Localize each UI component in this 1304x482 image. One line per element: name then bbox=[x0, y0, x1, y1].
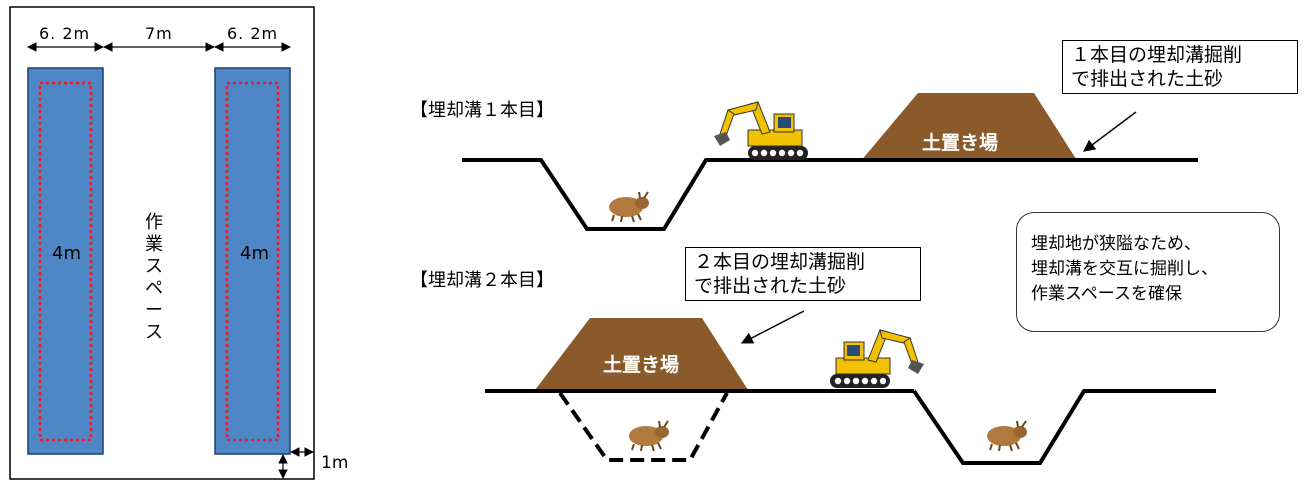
excavator-2 bbox=[829, 329, 925, 389]
work-space-char: 業 bbox=[145, 234, 163, 255]
work-space-char: ー bbox=[145, 300, 163, 321]
section1-callout: １本目の埋却溝掘削 で排出された土砂 bbox=[1062, 40, 1298, 94]
section1-callout-line: １本目の埋却溝掘削 bbox=[1071, 44, 1243, 66]
trench-right-inner bbox=[225, 81, 280, 442]
excavator-1 bbox=[713, 101, 809, 161]
dim-label-right: 6. 2m bbox=[227, 24, 279, 43]
trench-right-width-label: 4m bbox=[240, 243, 269, 264]
section1-heading: 【埋却溝１本目】 bbox=[410, 100, 554, 121]
ground-line-2b bbox=[912, 389, 1216, 465]
section2-callout-line: ２本目の埋却溝掘削 bbox=[694, 251, 866, 273]
section2-heading: 【埋却溝２本目】 bbox=[410, 270, 554, 291]
animal-3 bbox=[986, 420, 1028, 452]
work-space-char: ス bbox=[145, 256, 163, 277]
work-space-char: ス bbox=[145, 322, 163, 343]
trench-left-inner bbox=[38, 81, 93, 442]
trench-left-width-label: 4m bbox=[52, 243, 81, 264]
animal-2 bbox=[628, 420, 670, 452]
soil-mound-2-label: 土置き場 bbox=[603, 354, 680, 376]
memo-line: 埋却地が狭隘なため、 bbox=[1031, 234, 1201, 254]
work-space-char: ペ bbox=[145, 278, 163, 299]
dim-label-middle: 7m bbox=[145, 24, 173, 43]
memo-line: 埋却溝を交互に掘削し、 bbox=[1031, 259, 1218, 279]
soil-mound-1-label: 土置き場 bbox=[922, 132, 999, 154]
callout-arrow-1 bbox=[1083, 111, 1137, 152]
work-space-char: 作 bbox=[145, 212, 163, 233]
section1-callout-line: で排出された土砂 bbox=[1071, 68, 1224, 90]
memo-box: 埋却地が狭隘なため、 埋却溝を交互に掘削し、 作業スペースを確保 bbox=[1016, 212, 1280, 332]
section2-callout: ２本目の埋却溝掘削 で排出された土砂 bbox=[685, 247, 921, 301]
work-space-label: 作 業 ス ペ ー ス bbox=[141, 212, 167, 344]
section2-callout-line: で排出された土砂 bbox=[694, 275, 847, 297]
animal-1 bbox=[608, 191, 650, 223]
callout-arrow-2 bbox=[740, 310, 805, 344]
margin-label: 1m bbox=[321, 453, 349, 473]
soil-mound-1 bbox=[860, 93, 1078, 162]
site-boundary bbox=[9, 6, 315, 480]
soil-mound-2 bbox=[535, 318, 748, 390]
memo-line: 作業スペースを確保 bbox=[1031, 284, 1182, 304]
dim-label-left: 6. 2m bbox=[39, 24, 91, 43]
